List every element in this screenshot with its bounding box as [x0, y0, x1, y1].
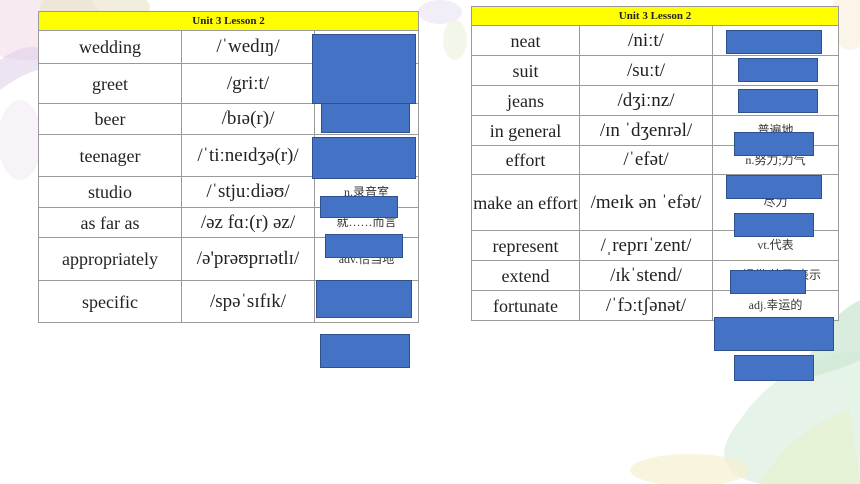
phonetic-cell: /niːt/ [579, 25, 713, 56]
answer-cover[interactable] [734, 132, 814, 156]
word-cell: neat [471, 25, 580, 56]
word-cell: studio [38, 176, 182, 208]
meaning-cell: adj.幸运的 [711, 290, 840, 321]
phonetic-cell: /əz fɑː(r) əz/ [181, 207, 315, 238]
answer-cover[interactable] [312, 137, 416, 179]
answer-cover[interactable] [738, 89, 818, 113]
phonetic-cell: /ˈwedɪŋ/ [181, 30, 315, 64]
answer-cover[interactable] [726, 175, 822, 199]
answer-cover[interactable] [714, 317, 834, 351]
table-row: effort /ˈefət/ n.努力;力气 [471, 145, 840, 175]
phonetic-cell: /ˈtiːneɪdʒə(r)/ [181, 134, 315, 177]
answer-cover[interactable] [738, 58, 818, 82]
answer-cover[interactable] [726, 30, 822, 54]
word-cell: suit [471, 55, 580, 86]
answer-cover[interactable] [734, 213, 814, 237]
word-cell: beer [38, 103, 182, 135]
answer-cover[interactable] [316, 280, 412, 318]
table-row: as far as /əz fɑː(r) əz/ 就……而言 [38, 207, 420, 238]
word-cell: effort [471, 145, 580, 175]
table-title: Unit 3 Lesson 2 [37, 11, 420, 31]
word-cell: appropriately [38, 237, 182, 281]
phonetic-cell: /ˈstjuːdiəʊ/ [181, 176, 315, 208]
word-cell: in general [471, 115, 580, 146]
table-row: fortunate /ˈfɔːtʃənət/ adj.幸运的 [471, 290, 840, 321]
table-row: in general /ɪn ˈdʒenrəl/ 普遍地 [471, 115, 840, 146]
phonetic-cell: /ˈfɔːtʃənət/ [579, 290, 713, 321]
word-cell: jeans [471, 85, 580, 116]
word-cell: specific [38, 280, 182, 323]
word-cell: fortunate [471, 290, 580, 321]
phonetic-cell: /suːt/ [579, 55, 713, 86]
answer-cover[interactable] [321, 103, 410, 133]
phonetic-cell: /meɪk ən ˈefət/ [579, 174, 713, 231]
table-row: studio /ˈstjuːdiəʊ/ n.录音室 [38, 176, 420, 208]
word-cell: greet [38, 63, 182, 104]
answer-cover[interactable] [312, 34, 416, 104]
word-cell: as far as [38, 207, 182, 238]
table-title: Unit 3 Lesson 2 [470, 6, 840, 26]
word-cell: teenager [38, 134, 182, 177]
answer-cover[interactable] [325, 234, 403, 258]
phonetic-cell: /ɪkˈstend/ [579, 260, 713, 291]
phonetic-cell: /ˌreprɪˈzent/ [579, 230, 713, 261]
word-cell: represent [471, 230, 580, 261]
word-cell: extend [471, 260, 580, 291]
phonetic-cell: /ə'prəʊprɪətlɪ/ [181, 237, 315, 281]
phonetic-cell: /bɪə(r)/ [181, 103, 315, 135]
answer-cover[interactable] [734, 355, 814, 381]
word-cell: wedding [38, 30, 182, 64]
phonetic-cell: /dʒiːnz/ [579, 85, 713, 116]
answer-cover[interactable] [320, 196, 398, 218]
phonetic-cell: /griːt/ [181, 63, 315, 104]
answer-cover[interactable] [730, 270, 806, 294]
phonetic-cell: /spəˈsɪfɪk/ [181, 280, 315, 323]
answer-cover[interactable] [320, 334, 410, 368]
word-cell: make an effort [471, 174, 580, 231]
meaning-cell: n.努力;力气 [711, 145, 840, 175]
phonetic-cell: /ɪn ˈdʒenrəl/ [579, 115, 713, 146]
phonetic-cell: /ˈefət/ [579, 145, 713, 175]
